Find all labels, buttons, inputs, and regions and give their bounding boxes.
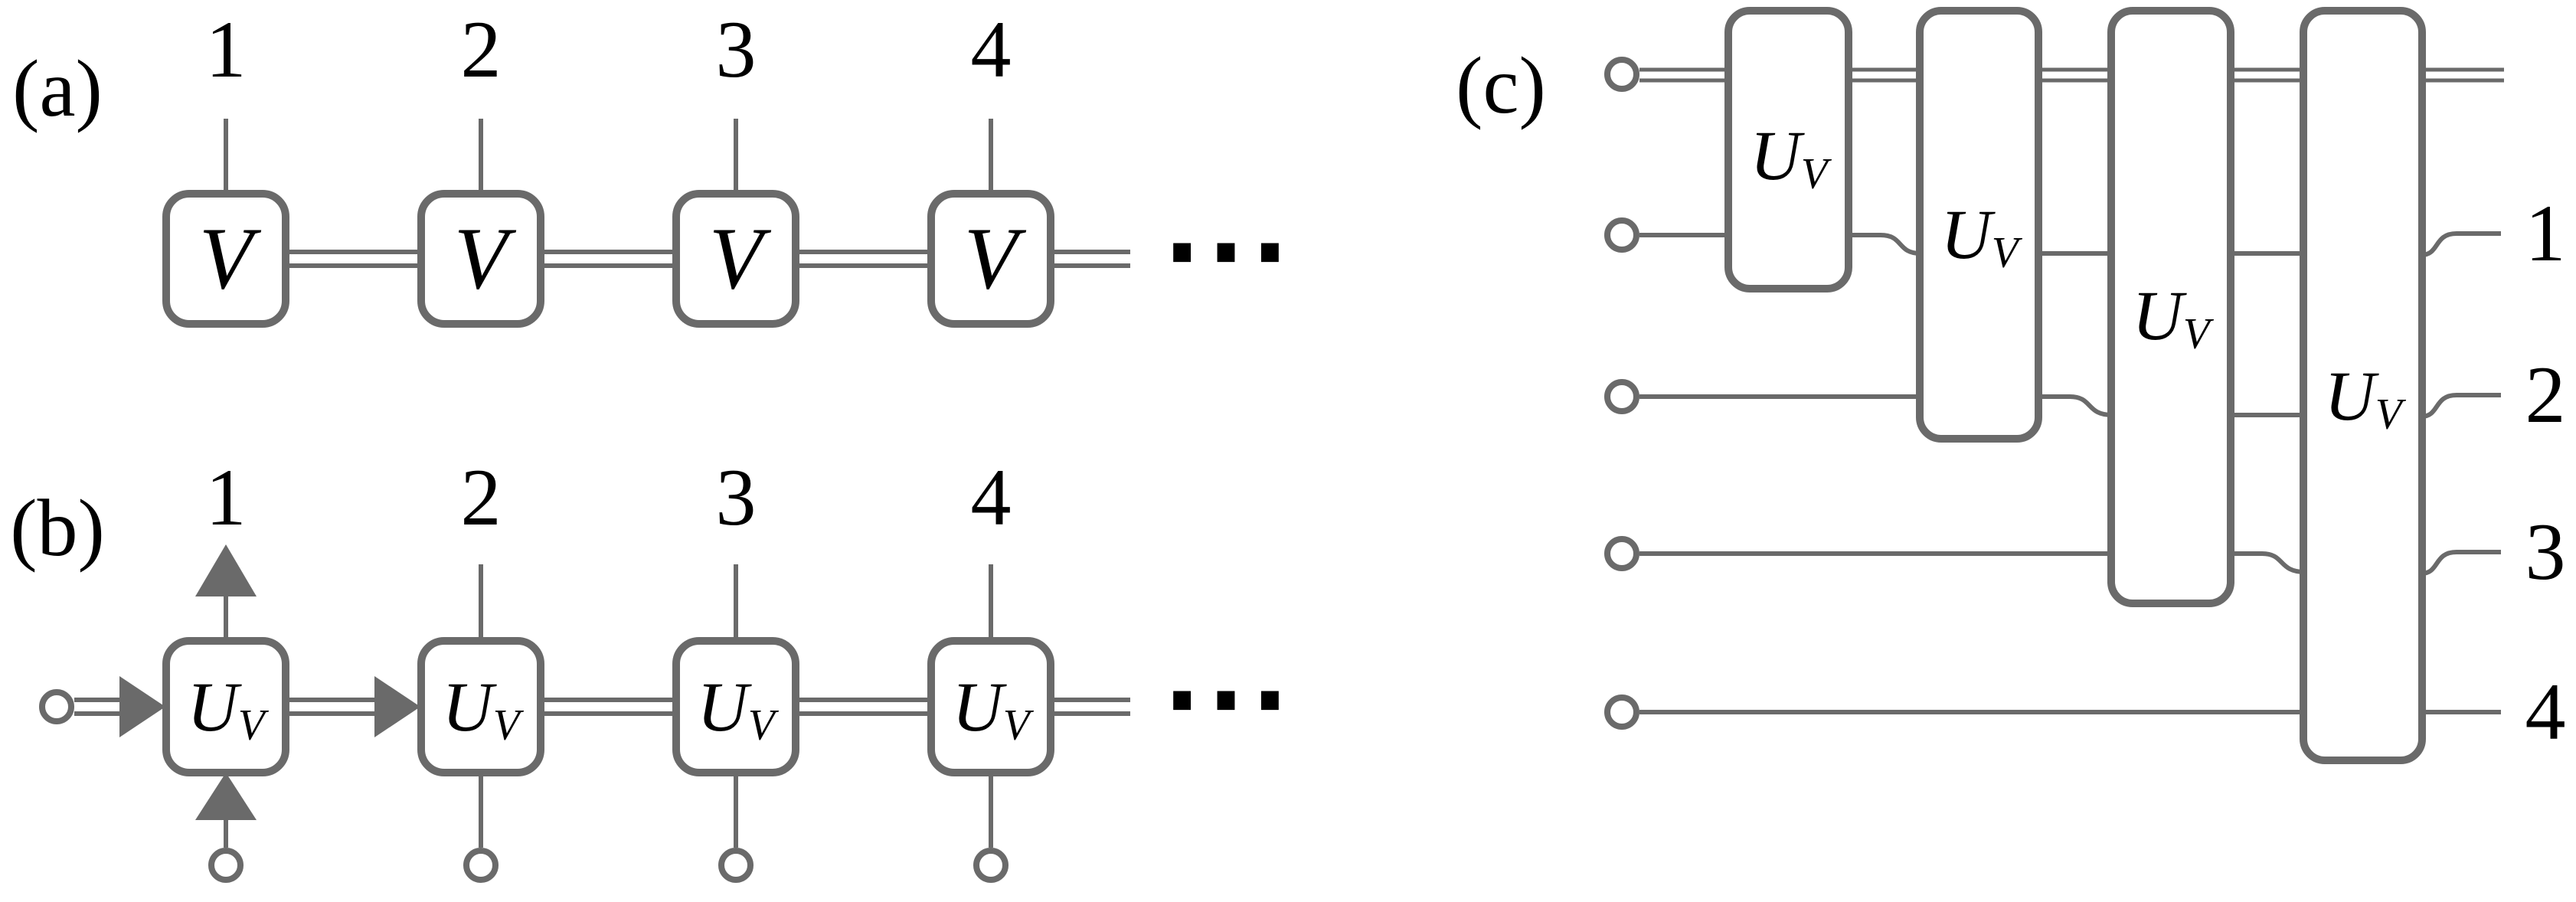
tensor-label: V — [708, 210, 763, 308]
gate-box — [1724, 7, 1852, 292]
tensor-box — [417, 190, 544, 328]
site-label: 1 — [205, 453, 247, 542]
site-label: 2 — [460, 453, 502, 542]
gate-label: UV — [187, 668, 265, 750]
panel-b-circles — [39, 689, 1008, 883]
gate-box — [162, 637, 289, 776]
input-state-circle-icon — [1604, 379, 1639, 414]
bond-double-wire — [74, 698, 1130, 716]
tensor-box — [162, 190, 289, 328]
panel-a-label: (a) — [12, 44, 103, 133]
tensor-box — [672, 190, 799, 328]
arrow-right-icon — [374, 676, 420, 737]
gate-box — [1916, 7, 2042, 443]
input-state-circle-icon — [973, 848, 1008, 883]
gate-box — [2107, 7, 2234, 607]
input-state-circle-icon — [208, 848, 244, 883]
gate-box — [672, 637, 799, 776]
panel-c-label: (c) — [1456, 41, 1546, 130]
ellipsis: ··· — [1162, 642, 1296, 759]
site-label: 3 — [715, 453, 757, 542]
input-state-circle-icon — [463, 848, 499, 883]
panel-b-arrows — [119, 544, 420, 820]
arrow-right-icon — [119, 676, 165, 737]
panel-a-boxes — [162, 190, 1054, 328]
output-label: 3 — [2525, 507, 2566, 596]
output-label: 2 — [2525, 350, 2566, 440]
panel-b-label: (b) — [10, 483, 105, 573]
tensor-label: V — [198, 210, 253, 308]
input-state-circle-icon — [718, 848, 754, 883]
site-label: 2 — [460, 5, 502, 94]
tensor-label: V — [453, 210, 508, 308]
output-wire — [2421, 393, 2501, 419]
arrow-up-icon — [195, 773, 257, 820]
gate-label: UV — [697, 668, 775, 750]
output-wire — [2421, 231, 2501, 257]
output-wire — [2421, 550, 2501, 576]
tensor-box — [927, 190, 1054, 328]
wire-jog — [2038, 394, 2113, 417]
gate-label: UV — [952, 668, 1030, 750]
input-state-circle-icon — [39, 689, 74, 724]
bond-double-wire — [286, 250, 1130, 268]
input-state-circle-icon — [1604, 536, 1639, 571]
input-state-circle-icon — [1604, 57, 1639, 92]
wire-jog — [1849, 233, 1921, 256]
panel-b-wires — [74, 564, 1130, 848]
gate-label: UV — [2324, 357, 2402, 439]
output-label: 4 — [2525, 667, 2566, 757]
ellipsis: ··· — [1162, 194, 1296, 311]
panel-c-circles — [1604, 57, 1639, 730]
output-label: 1 — [2525, 188, 2566, 278]
site-label: 4 — [970, 5, 1012, 94]
panel-a-wires — [224, 119, 1130, 268]
input-state-circle-icon — [1604, 694, 1639, 730]
arrow-up-icon — [195, 544, 257, 596]
bond-double-wire — [1639, 67, 2504, 83]
panel-c-gates — [1724, 7, 2426, 764]
site-label: 4 — [970, 453, 1012, 542]
tensor-label: V — [963, 210, 1018, 308]
gate-label: UV — [442, 668, 520, 750]
gate-box — [927, 637, 1054, 776]
gate-box — [2300, 7, 2426, 764]
gate-box — [417, 637, 544, 776]
panel-b-boxes — [162, 637, 1054, 776]
gate-label: UV — [1750, 116, 1828, 198]
gate-label: UV — [2132, 276, 2210, 358]
site-label: 1 — [205, 5, 247, 94]
wire-jog — [2230, 551, 2306, 574]
gate-label: UV — [1940, 195, 2019, 277]
input-state-circle-icon — [1604, 217, 1639, 253]
site-label: 3 — [715, 5, 757, 94]
panel-c-wires — [1639, 67, 2504, 714]
